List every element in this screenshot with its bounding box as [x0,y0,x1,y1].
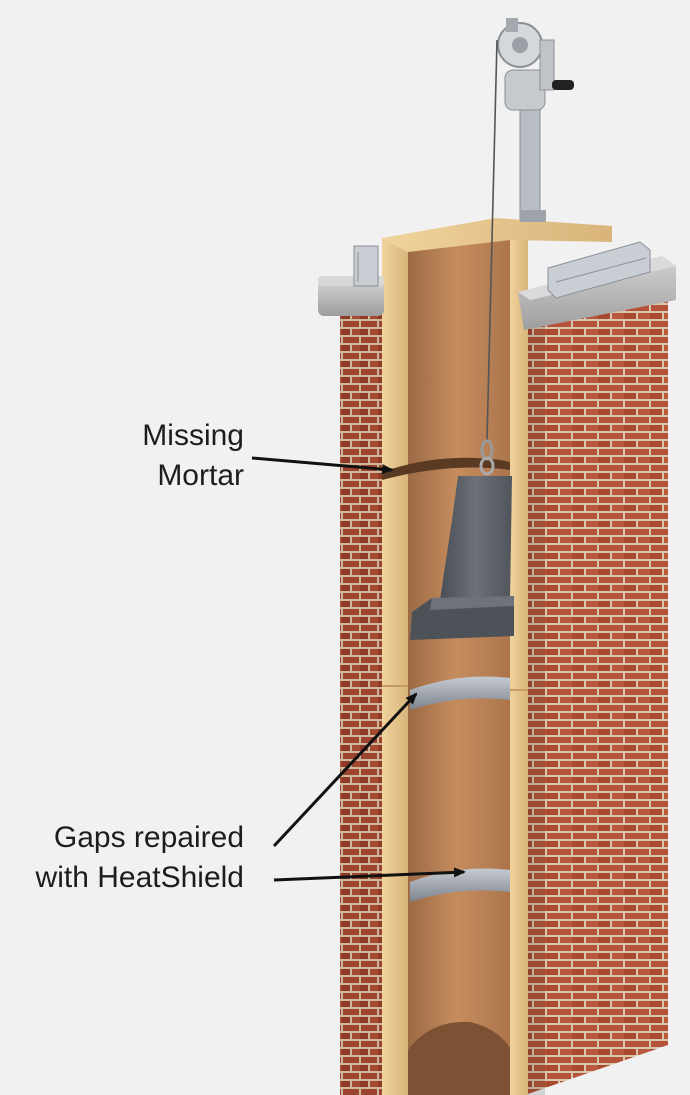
missing-mortar-line2: Mortar [157,459,244,492]
right-brick-wall [525,296,668,1095]
callout-arrows [251,456,466,882]
gaps-repaired-line2: with HeatShield [35,861,244,894]
gaps-upper-arrow [272,692,418,848]
shackle [479,439,495,476]
flue-liner-cut-edges [382,218,612,1095]
gaps-repaired-label: Gaps repaired with HeatShield [36,818,244,898]
gaps-repaired-line1: Gaps repaired [53,821,244,854]
missing-mortar-arrow [251,456,394,475]
smoothing-tool [410,476,514,640]
missing-mortar-label: Missing Mortar [142,416,244,496]
heatshield-repair-upper [410,676,510,710]
gaps-lower-arrow [273,867,466,882]
winch-assembly [497,18,574,222]
left-brick-wall [322,310,382,1095]
winch-cable [486,39,498,441]
support-rail-left [353,245,379,287]
heatshield-repair-lower [410,868,510,902]
support-rail-right [547,241,651,299]
missing-mortar-line1: Missing [142,419,244,452]
missing-mortar-gap [382,457,510,480]
flue-liner-interior [408,226,516,1095]
